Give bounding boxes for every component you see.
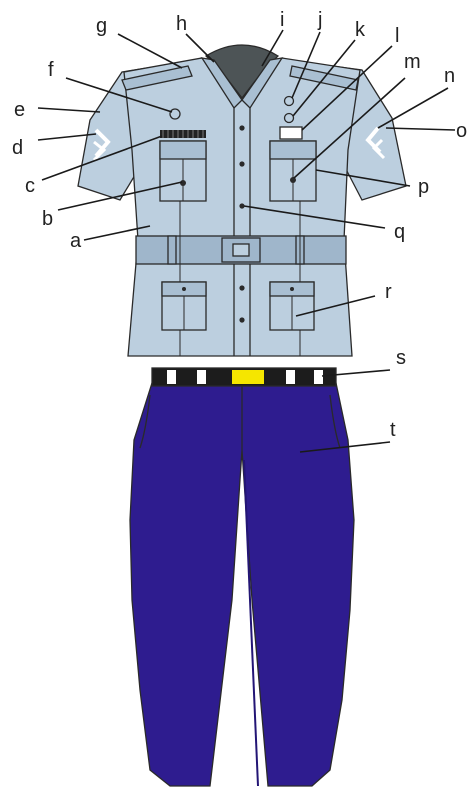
label-d: d [12, 137, 23, 159]
belt-buckle [232, 370, 264, 384]
label-e: e [14, 99, 25, 121]
label-q: q [394, 221, 405, 243]
label-c: c [25, 175, 35, 197]
label-t: t [390, 419, 396, 441]
label-a: a [70, 230, 82, 252]
label-r: r [385, 281, 392, 303]
label-i: i [280, 9, 284, 31]
label-m: m [404, 51, 421, 73]
label-j: j [317, 9, 322, 31]
shirt [78, 45, 406, 356]
label-l: l [395, 25, 399, 47]
label-b: b [42, 208, 53, 230]
label-g: g [96, 15, 107, 37]
label-o: o [456, 120, 467, 142]
label-s: s [396, 347, 406, 369]
label-f: f [48, 59, 54, 81]
label-h: h [176, 13, 187, 35]
trousers [130, 383, 354, 786]
label-n: n [444, 65, 455, 87]
label-p: p [418, 176, 429, 198]
trouser-belt [152, 368, 336, 386]
label-k: k [355, 19, 366, 41]
name-tag [280, 127, 302, 139]
